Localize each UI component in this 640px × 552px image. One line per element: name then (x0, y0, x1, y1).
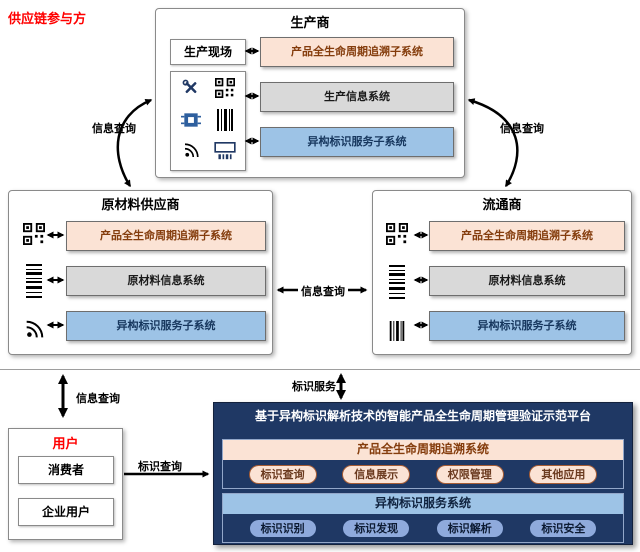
pill-id-discovery: 标识发现 (342, 518, 411, 538)
info-query-arrow-left (116, 98, 153, 188)
id-query-label: 标识查询 (138, 460, 182, 473)
tools-icon (181, 78, 201, 102)
info-query-label-middle: 信息查询 (298, 283, 348, 299)
supplier-system-id: 异构标识服务子系统 (66, 311, 266, 341)
id-service-section: 异构标识服务系统 标识识别 标识发现 标识解析 标识安全 (222, 493, 624, 543)
info-query-label-left: 信息查询 (92, 122, 136, 135)
trace-system-section: 产品全生命周期追溯系统 标识查询 信息展示 权限管理 其他应用 (222, 439, 624, 489)
producer-system-id: 异构标识服务子系统 (260, 127, 454, 157)
info-query-label-right: 信息查询 (500, 122, 544, 135)
distributor-title: 流通商 (482, 198, 522, 213)
production-site-box: 生产现场 (170, 39, 246, 65)
pill-id-resolution: 标识解析 (435, 518, 504, 538)
user-panel: 用户 消费者 企业用户 (8, 428, 123, 540)
qr-icon (215, 78, 235, 102)
supplier-icons (15, 221, 53, 347)
barcode-icon (26, 263, 42, 305)
supplier-panel: 原材料供应商 (8, 190, 273, 355)
id-service-pills: 标识识别 标识发现 标识解析 标识安全 (223, 514, 623, 542)
producer-title: 生产商 (290, 16, 330, 31)
distributor-panel: 流通商 (372, 190, 632, 355)
trace-system-pills: 标识查询 信息展示 权限管理 其他应用 (223, 460, 623, 488)
producer-systems: 产品全生命周期追溯子系统 生产信息系统 异构标识服务子系统 (260, 37, 454, 157)
barcode-icon (216, 108, 234, 135)
pill-info-display: 信息展示 (342, 464, 411, 484)
barcode-icon (387, 321, 407, 345)
platform-panel: 基于异构标识解析技术的智能产品全生命周期管理验证示范平台 产品全生命周期追溯系统… (213, 402, 633, 545)
rfid-icon (182, 142, 200, 164)
divider-line (0, 369, 640, 370)
qr-icon (23, 223, 45, 249)
pill-permission-mgmt: 权限管理 (435, 464, 504, 484)
pill-id-query: 标识查询 (248, 464, 317, 484)
pill-id-recognition: 标识识别 (248, 518, 317, 538)
distributor-icons (379, 221, 415, 347)
supplier-title: 原材料供应商 (101, 198, 180, 213)
trace-system-header: 产品全生命周期追溯系统 (223, 440, 623, 460)
user-title: 用户 (52, 437, 79, 452)
pill-other-apps: 其他应用 (529, 464, 598, 484)
rfid-icon (23, 319, 45, 345)
supplier-system-trace: 产品全生命周期追溯子系统 (66, 221, 266, 251)
info-query-arrow-right (467, 98, 519, 188)
consumer-box: 消费者 (18, 456, 114, 484)
id-service-header: 异构标识服务系统 (223, 494, 623, 514)
info-query-label-bottom: 信息查询 (76, 392, 120, 405)
producer-icons (170, 71, 246, 171)
distributor-systems: 产品全生命周期追溯子系统 原材料信息系统 异构标识服务子系统 (429, 221, 625, 341)
enterprise-user-box: 企业用户 (18, 498, 114, 526)
supply-chain-label: 供应链参与方 (8, 12, 87, 27)
pill-id-security: 标识安全 (529, 518, 598, 538)
qr-icon (386, 223, 408, 249)
producer-panel: 生产商 生产现场 (155, 8, 465, 178)
barcode-icon (389, 264, 405, 306)
distributor-system-info: 原材料信息系统 (429, 266, 625, 296)
printer-icon (214, 141, 236, 164)
producer-system-trace: 产品全生命周期追溯子系统 (260, 37, 454, 67)
supplier-systems: 产品全生命周期追溯子系统 原材料信息系统 异构标识服务子系统 (66, 221, 266, 341)
platform-title: 基于异构标识解析技术的智能产品全生命周期管理验证示范平台 (254, 409, 591, 423)
supplier-system-info: 原材料信息系统 (66, 266, 266, 296)
id-service-label: 标识服务 (292, 380, 336, 393)
distributor-system-trace: 产品全生命周期追溯子系统 (429, 221, 625, 251)
producer-system-info: 生产信息系统 (260, 82, 454, 112)
chip-icon (181, 110, 201, 134)
distributor-system-id: 异构标识服务子系统 (429, 311, 625, 341)
